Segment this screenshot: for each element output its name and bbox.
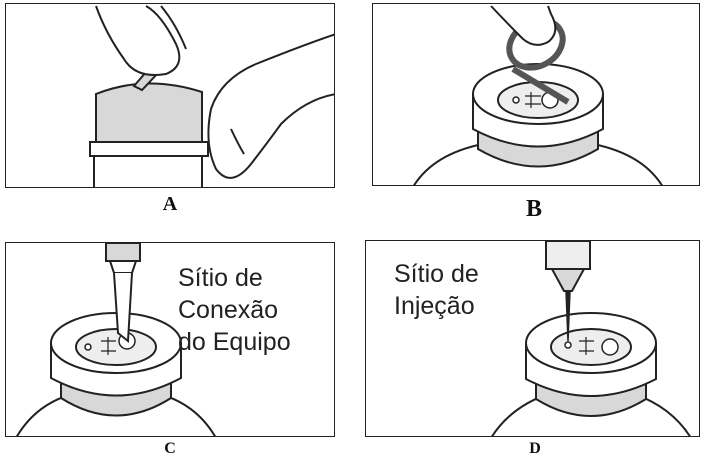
panel-a-illustration	[89, 5, 334, 187]
label-sitio-conexao-line3: do Equipo	[178, 328, 291, 356]
panel-c: Sítio de Conexão do Equipo	[5, 242, 335, 437]
caption-a: A	[162, 193, 178, 215]
panel-d-illustration	[491, 241, 691, 436]
label-sitio-conexao-line2: Conexão	[178, 296, 279, 324]
label-sitio-conexao-line1: Sítio de	[178, 264, 263, 292]
panel-b-illustration	[413, 5, 663, 185]
caption-c: C	[164, 440, 176, 457]
caption-d: D	[529, 440, 541, 457]
caption-b: B	[525, 196, 542, 222]
label-sitio-injecao-line1: Sítio de	[394, 260, 479, 288]
label-sitio-injecao-line2: Injeção	[394, 292, 475, 320]
panel-d: Sítio de Injeção	[365, 240, 700, 437]
panel-b	[372, 3, 700, 186]
panel-c-illustration	[16, 243, 216, 436]
panel-a	[5, 3, 335, 188]
